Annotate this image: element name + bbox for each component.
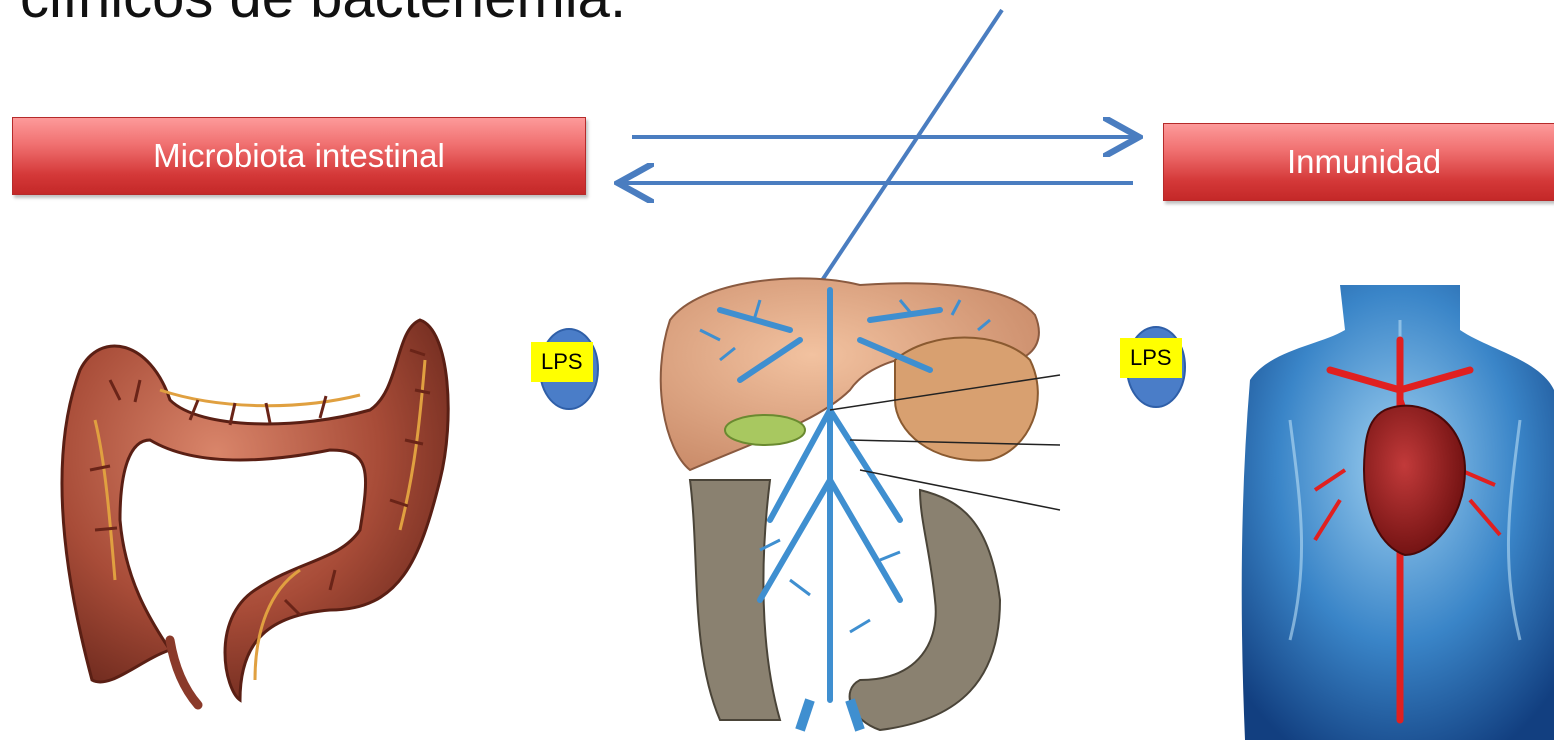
body-heart-illustration <box>1242 285 1554 740</box>
colon-illustration <box>62 320 448 705</box>
lps-label-left: LPS <box>531 342 593 382</box>
liver-portal-illustration <box>661 278 1060 730</box>
lps-label-right: LPS <box>1120 338 1182 378</box>
